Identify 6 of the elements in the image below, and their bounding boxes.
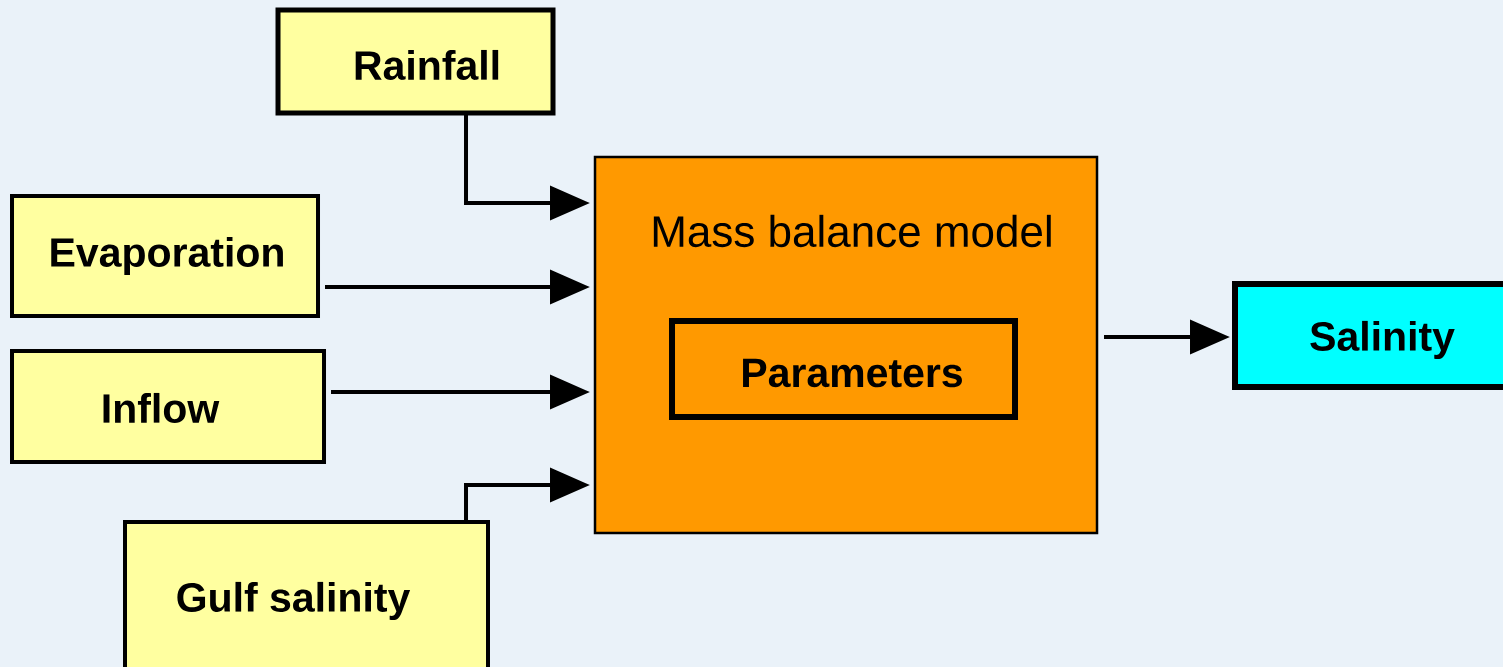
input-box: Evaporation	[10, 194, 320, 318]
parameter-box: Parameters	[669, 318, 1018, 420]
input-box: Rainfall	[275, 7, 556, 116]
input-box: Inflow	[10, 349, 326, 464]
input-box: Gulf salinity	[123, 520, 490, 667]
output-box: Salinity	[1232, 281, 1503, 390]
